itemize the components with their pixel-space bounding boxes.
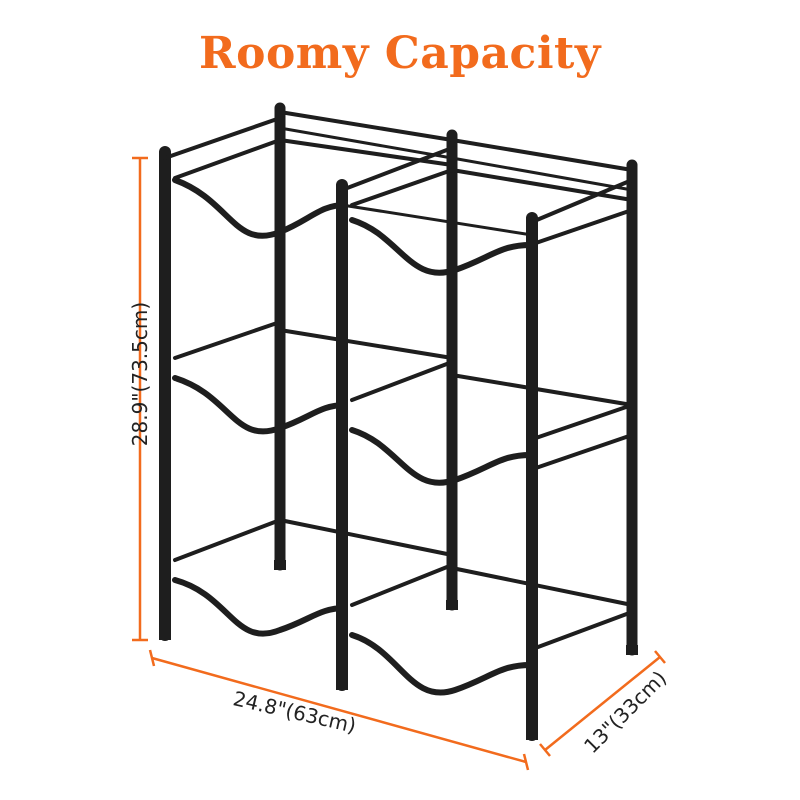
height-dimension-label: 28.9"(73.5cm) [128,301,152,447]
page-title: Roomy Capacity [199,28,601,79]
width-dimension-line [148,649,530,771]
depth-dimension-line [539,650,666,757]
rack-feet [159,560,638,740]
height-dimension-line [132,156,148,642]
rack-frame [159,102,638,741]
